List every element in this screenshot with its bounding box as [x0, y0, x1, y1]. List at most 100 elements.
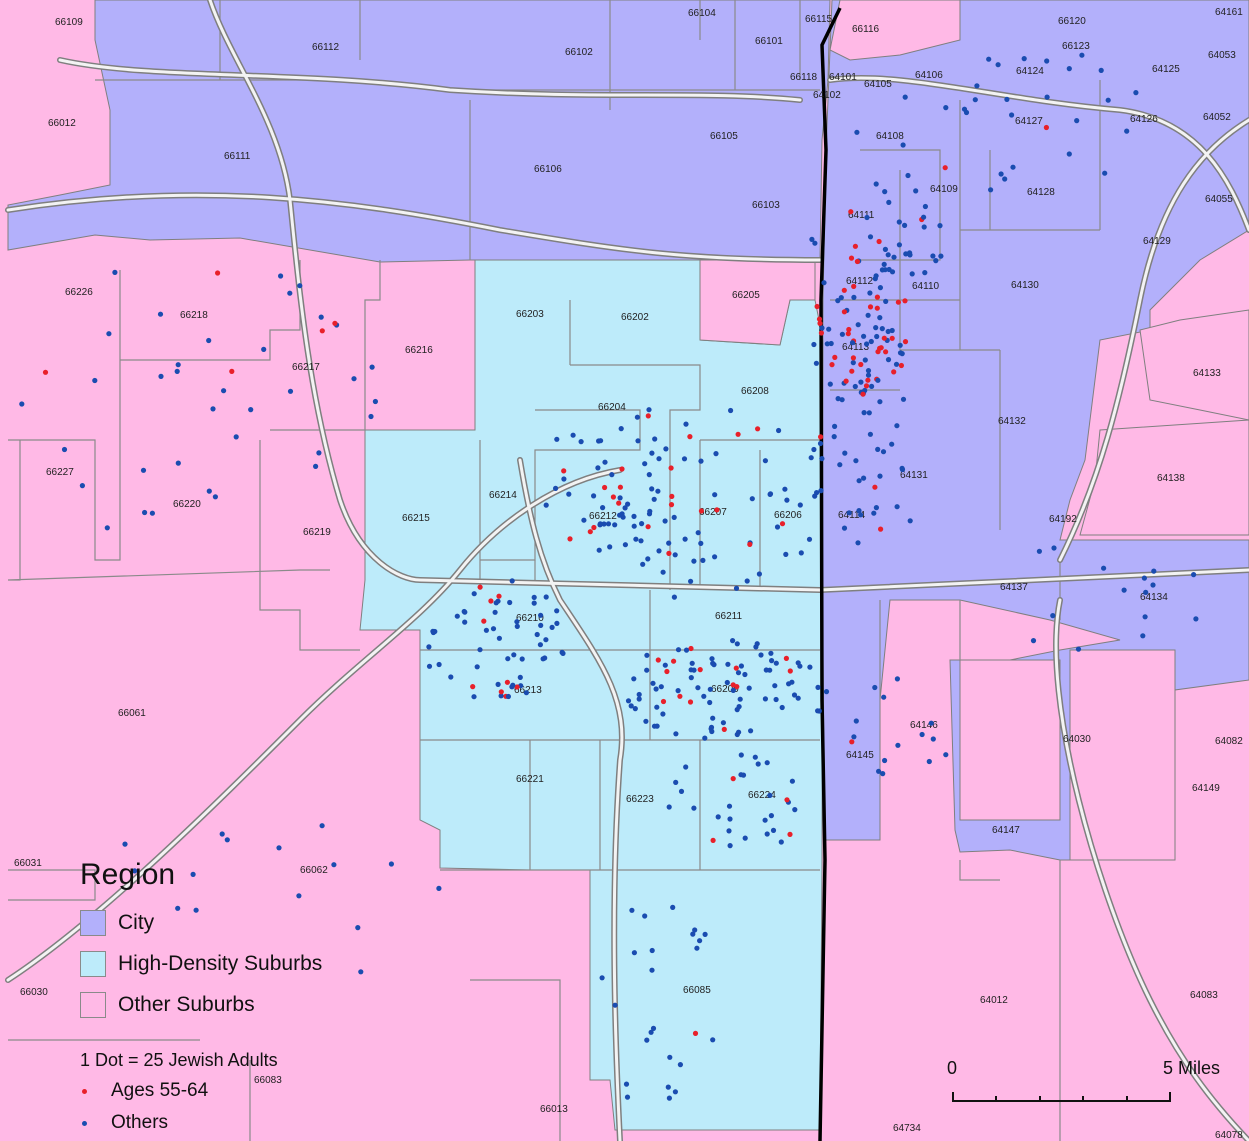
- blue-dot: [806, 536, 813, 542]
- blue-dot: [742, 835, 748, 841]
- red-dot: [666, 550, 672, 557]
- blue-dot: [104, 525, 110, 531]
- blue-dot: [644, 652, 650, 658]
- blue-dot: [907, 518, 913, 524]
- red-dot: [567, 536, 573, 542]
- zip-label: 66208: [741, 386, 769, 397]
- blue-dot: [612, 1002, 618, 1008]
- blue-dot: [634, 414, 641, 420]
- red-dot: [710, 837, 716, 844]
- blue-dot: [595, 465, 601, 471]
- blue-dot: [791, 692, 798, 698]
- blue-dot: [919, 731, 925, 738]
- red-dot: [818, 330, 825, 336]
- blue-dot: [865, 368, 872, 374]
- red-dot: [850, 355, 857, 361]
- blue-dot: [1036, 548, 1042, 554]
- red-dot: [215, 270, 221, 276]
- blue-dot: [643, 718, 649, 724]
- blue-dot: [736, 704, 742, 710]
- red-dot: [671, 658, 677, 664]
- blue-dot: [730, 638, 736, 644]
- red-dot-swatch: [82, 1088, 87, 1094]
- blue-dot: [812, 240, 818, 246]
- zip-label: 66103: [752, 200, 780, 211]
- red-dot: [591, 524, 597, 531]
- blue-dot: [724, 679, 730, 686]
- blue-dot: [426, 644, 432, 650]
- blue-dot: [707, 686, 713, 692]
- blue-dot: [854, 129, 860, 135]
- blue-dot: [1066, 66, 1072, 72]
- zip-label: 64161: [1215, 7, 1243, 18]
- blue-dot: [767, 491, 773, 497]
- blue-dot: [889, 327, 895, 334]
- blue-dot: [712, 554, 718, 560]
- red-dot: [587, 529, 593, 535]
- other-suburbs-area-mo-3: [959, 659, 1061, 821]
- blue-dot: [617, 495, 623, 501]
- blue-dot: [210, 406, 216, 412]
- blue-dot: [549, 624, 555, 631]
- blue-dot: [998, 171, 1004, 177]
- blue-dot: [675, 647, 682, 653]
- blue-dot: [461, 608, 467, 615]
- blue-dot: [881, 261, 887, 267]
- zip-label: 66227: [46, 467, 74, 478]
- blue-dot: [767, 792, 773, 799]
- blue-dot: [873, 181, 879, 187]
- blue-dot: [607, 544, 613, 550]
- blue-dot: [811, 446, 817, 453]
- blue-dot: [636, 691, 642, 698]
- blue-dot: [495, 681, 501, 688]
- zip-label: 66202: [621, 312, 649, 323]
- blue-dot: [905, 172, 911, 179]
- blue-dot: [900, 396, 907, 402]
- blue-dot: [817, 440, 824, 447]
- blue-dot: [867, 234, 874, 240]
- blue-dot: [106, 331, 112, 337]
- legend-item-ages-55-64: Ages 55-64: [82, 1080, 208, 1102]
- red-dot: [498, 689, 504, 695]
- blue-dot: [849, 340, 856, 346]
- zip-label: 64145: [846, 750, 874, 761]
- blue-dot: [112, 269, 118, 275]
- red-dot: [829, 362, 835, 368]
- zip-label: 64052: [1203, 112, 1231, 123]
- blue-dot: [683, 647, 690, 653]
- blue-dot: [667, 1054, 673, 1060]
- red-dot: [817, 320, 823, 326]
- blue-dot: [1030, 638, 1037, 644]
- blue-dot: [786, 681, 792, 687]
- blue-dot: [543, 502, 549, 508]
- blue-dot: [663, 446, 669, 452]
- blue-dot: [683, 421, 689, 427]
- blue-dot: [511, 652, 517, 658]
- blue-dot: [885, 357, 892, 363]
- blue-dot: [683, 764, 689, 770]
- blue-dot: [866, 410, 872, 416]
- blue-dot: [631, 950, 638, 956]
- blue-dot: [276, 845, 282, 851]
- blue-dot: [811, 341, 817, 348]
- blue-dot: [665, 1084, 671, 1090]
- blue-dot: [797, 502, 803, 508]
- zip-label: 64055: [1205, 194, 1233, 205]
- scale-bar: [952, 1092, 1171, 1102]
- zip-label: 66083: [254, 1075, 282, 1086]
- blue-dot: [591, 493, 597, 499]
- blue-dot: [913, 188, 919, 194]
- blue-dot: [795, 695, 801, 701]
- blue-dot: [656, 456, 662, 462]
- legend-label-other-suburbs: Other Suburbs: [118, 993, 255, 1016]
- blue-dot: [646, 472, 652, 478]
- blue-dot: [92, 377, 98, 384]
- blue-dot: [853, 458, 859, 464]
- zip-label: 66104: [688, 8, 716, 19]
- blue-dot: [879, 326, 885, 332]
- blue-dot: [691, 667, 697, 673]
- zip-label: 64101: [829, 72, 857, 83]
- red-dot: [783, 655, 790, 662]
- blue-dot: [856, 508, 862, 514]
- blue-dot: [287, 290, 293, 296]
